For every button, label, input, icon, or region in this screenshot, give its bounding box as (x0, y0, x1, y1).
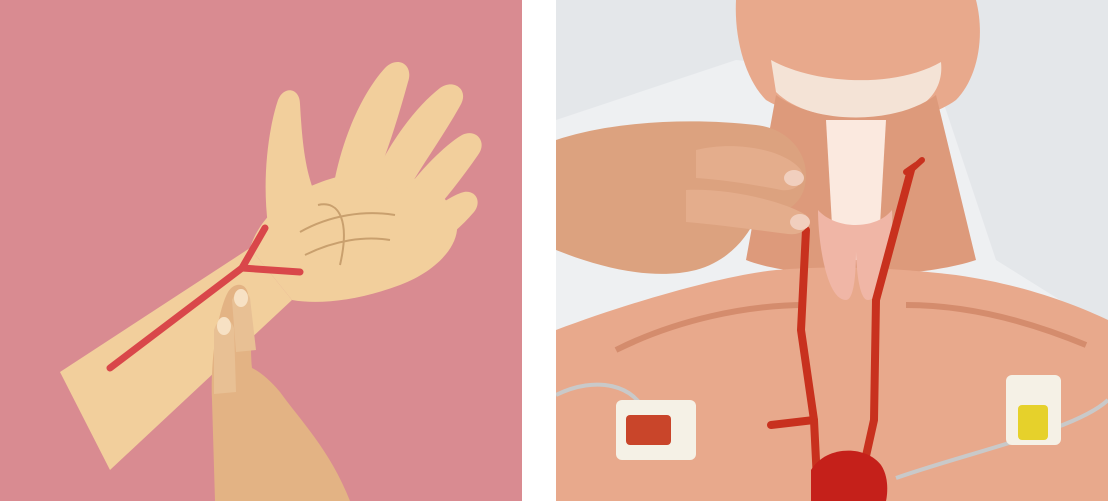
ulnar-artery-branch (242, 268, 300, 272)
neck-pulse-photo (556, 0, 1108, 501)
electrode-clip-right (1018, 405, 1048, 440)
examiner-fingernail-2 (790, 214, 810, 230)
examiner-fingernail-1 (784, 170, 804, 186)
electrode-clip-left (626, 415, 671, 445)
subclavian-left (771, 420, 814, 425)
neck-photo-svg (556, 0, 1108, 501)
wrist-illustration-svg (0, 0, 522, 501)
wrist-pulse-illustration (0, 0, 522, 501)
panel-gap (522, 0, 556, 501)
fingernail-1 (234, 289, 248, 307)
fingernail-2 (217, 317, 231, 335)
